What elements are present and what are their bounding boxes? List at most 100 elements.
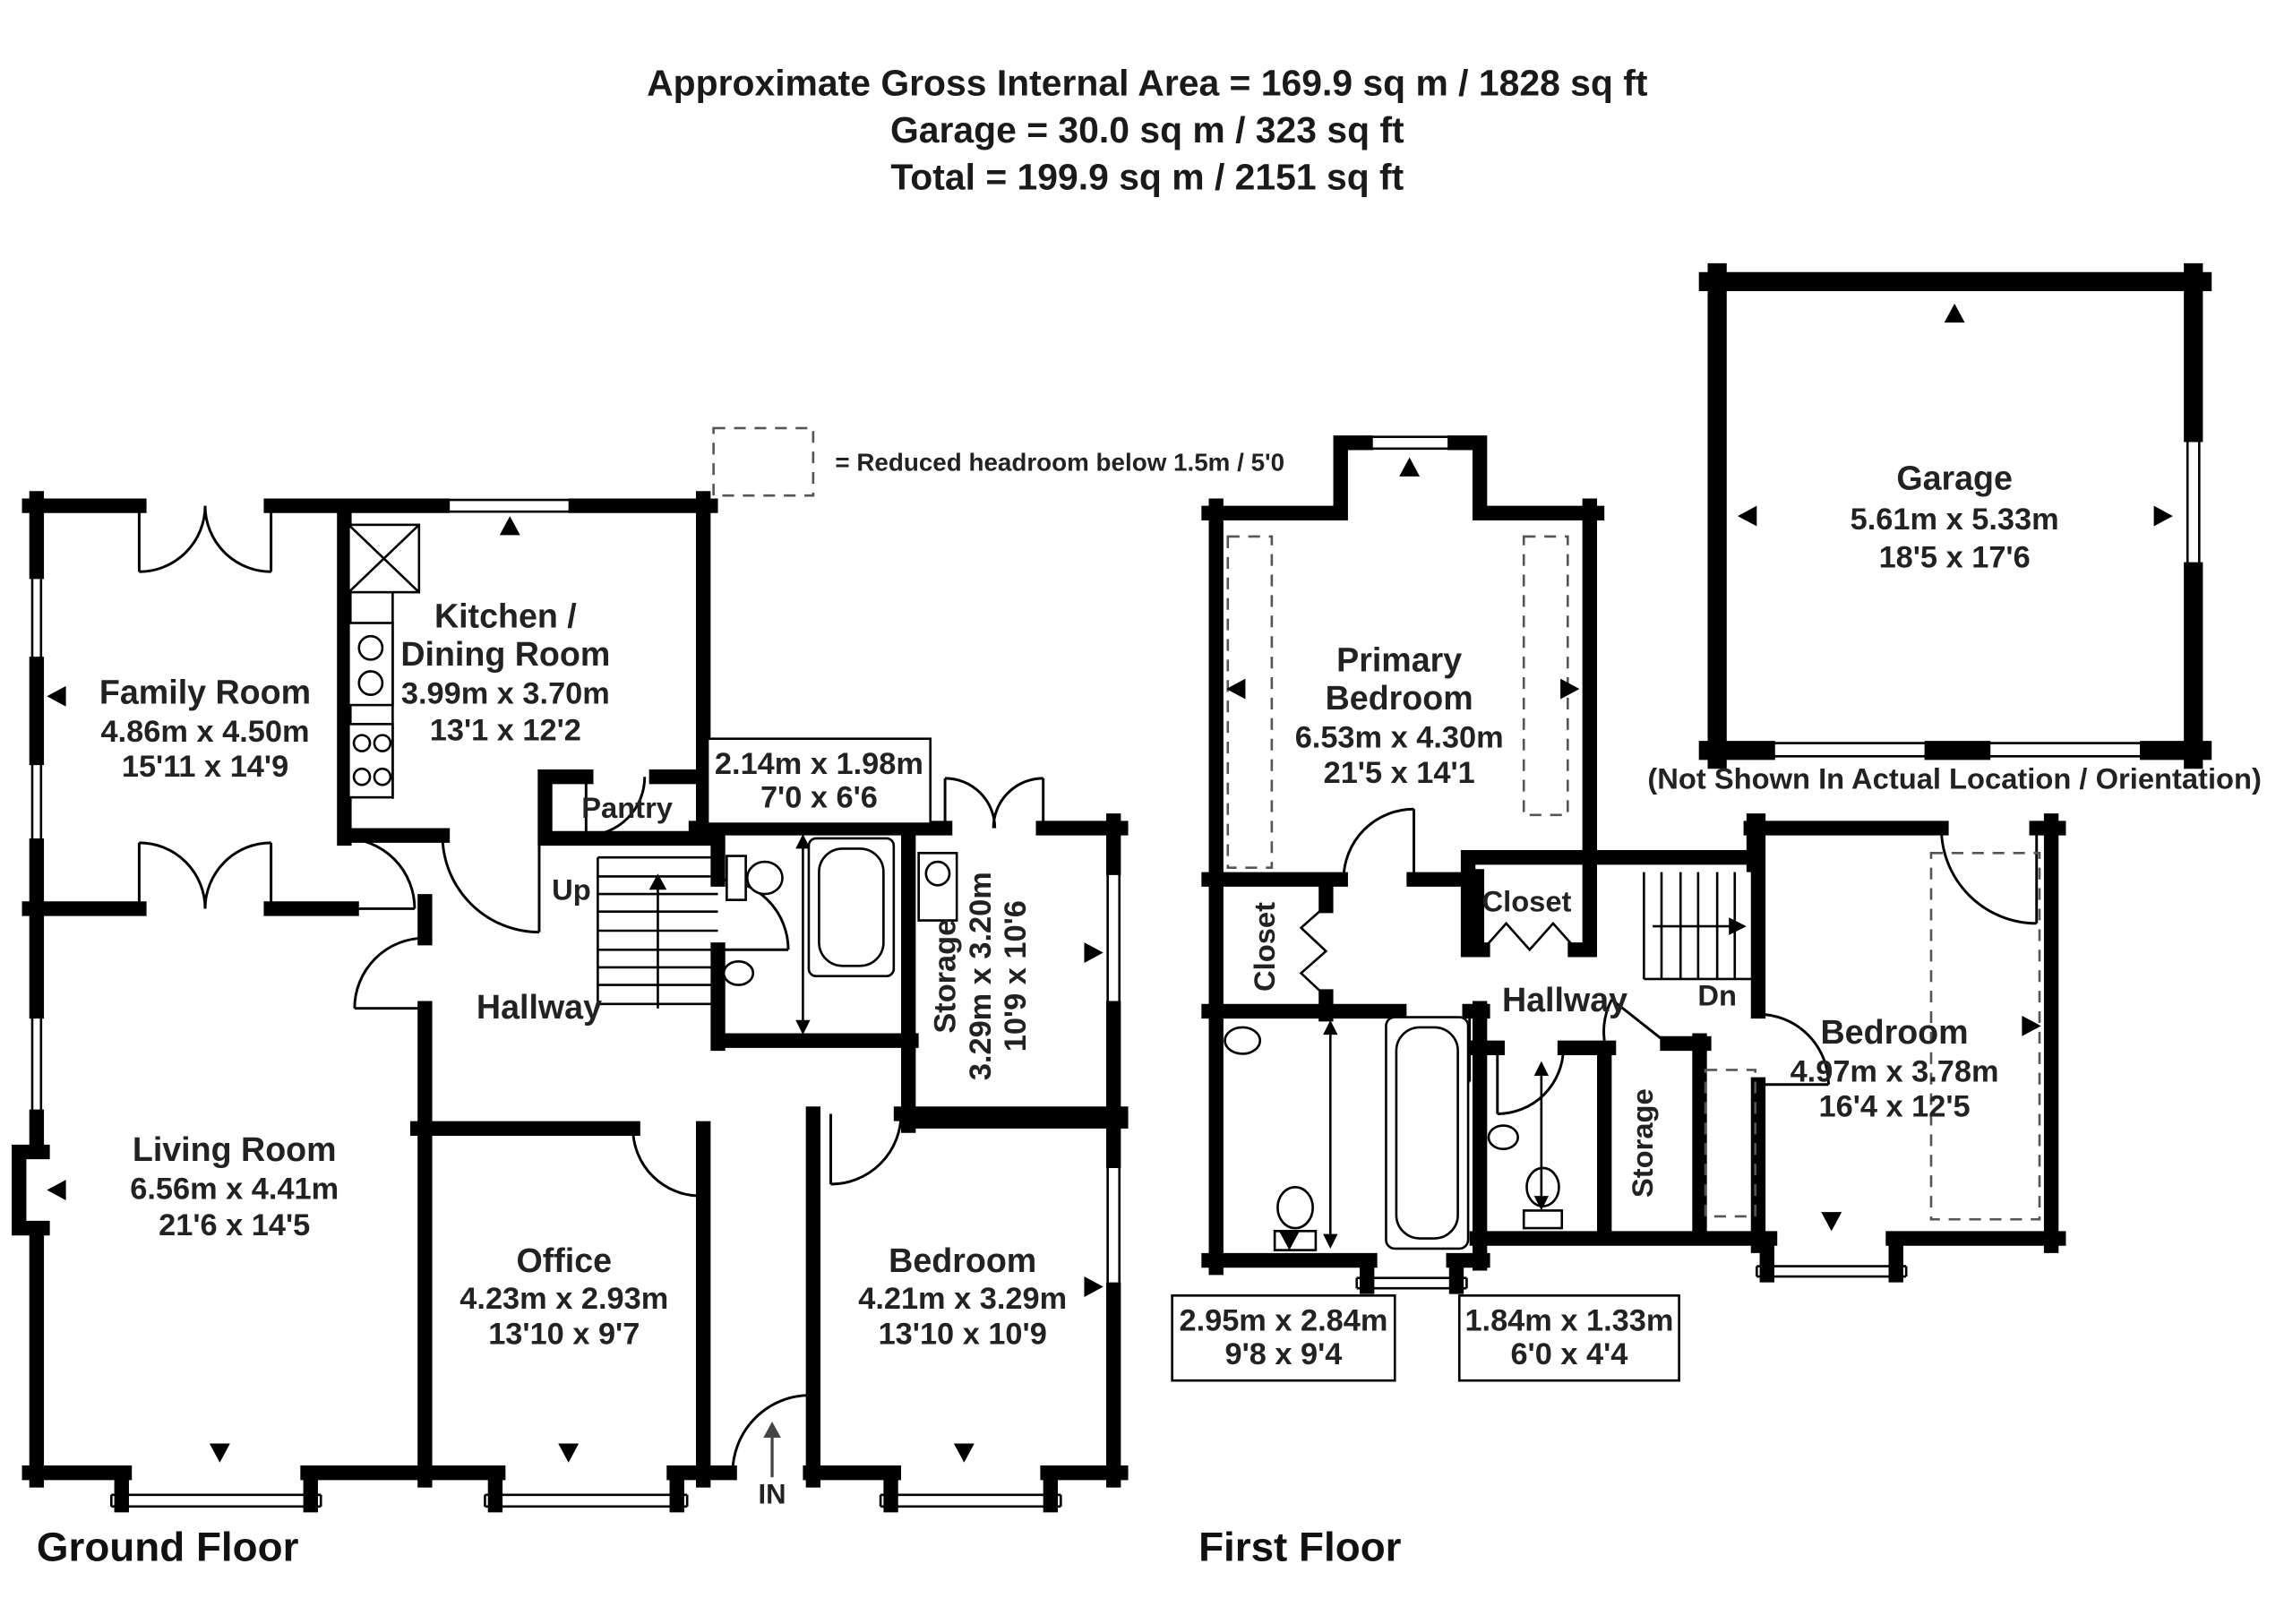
living-room-metric: 6.56m x 4.41m bbox=[130, 1172, 339, 1206]
ground-kitchen-fixtures bbox=[348, 523, 421, 799]
garage-name: Garage bbox=[1896, 460, 2013, 497]
closet-left-name: Closet bbox=[1248, 902, 1281, 992]
living-room-imperial: 21'6 x 14'5 bbox=[159, 1208, 310, 1242]
garage-plan: Garage 5.61m x 5.33m 18'5 x 17'6 (Not Sh… bbox=[1647, 262, 2262, 795]
first-windows bbox=[1355, 435, 1908, 1290]
first-bifold-doors bbox=[1299, 905, 1578, 998]
stove-burner bbox=[352, 734, 372, 752]
entry-arrow-head bbox=[763, 1421, 781, 1438]
reduced-headroom-area bbox=[1704, 1069, 1756, 1218]
kitchen-metric: 3.99m x 3.70m bbox=[401, 676, 610, 710]
legend: = Reduced headroom below 1.5m / 5'0 bbox=[712, 426, 1284, 497]
ground-bathroom-fixtures bbox=[722, 834, 958, 1035]
first-labels: Primary Bedroom 6.53m x 4.30m 21'5 x 14'… bbox=[1248, 640, 1998, 1198]
toilet-bowl bbox=[745, 860, 784, 896]
garage-walls bbox=[1698, 262, 2212, 769]
primary-bedroom-name-line2: Bedroom bbox=[1326, 679, 1473, 717]
ground-walls bbox=[12, 491, 1129, 1513]
bath-large-callout-box bbox=[1171, 1293, 1396, 1382]
bathroom-sink bbox=[1224, 1026, 1262, 1055]
first-storage-name: Storage bbox=[1626, 1088, 1659, 1198]
ground-floor-plan: IN Family Room 4.86m x 4.50m 15'11 x 14'… bbox=[12, 491, 1129, 1569]
bathtub-inner bbox=[1395, 1026, 1459, 1240]
first-bath-small-callout: 1.84m x 1.33m 6'0 x 4'4 bbox=[1457, 1293, 1680, 1382]
office-metric: 4.23m x 2.93m bbox=[459, 1282, 668, 1316]
kitchen-name-line2: Dining Room bbox=[400, 635, 610, 673]
ground-bath-metric: 2.14m x 1.98m bbox=[715, 747, 923, 781]
bath-small-callout-box bbox=[1457, 1293, 1680, 1382]
stove-burner bbox=[373, 767, 392, 786]
stairs-down-label: Dn bbox=[1697, 978, 1737, 1011]
ground-bedroom-name: Bedroom bbox=[889, 1242, 1036, 1279]
first-hallway-name: Hallway bbox=[1502, 981, 1627, 1018]
ground-floor-title: Ground Floor bbox=[37, 1524, 299, 1569]
toilet-bowl bbox=[1276, 1185, 1314, 1230]
entry-label: IN bbox=[759, 1479, 786, 1510]
bath-large-metric: 2.95m x 2.84m bbox=[1179, 1304, 1387, 1338]
ground-stairs bbox=[597, 855, 718, 1009]
stair-direction-arrow bbox=[648, 873, 667, 890]
storage-sink-bowl bbox=[924, 860, 951, 887]
bath-large-imperial: 9'8 x 9'4 bbox=[1224, 1337, 1342, 1371]
first-floor-plan: Primary Bedroom 6.53m x 4.30m 21'5 x 14'… bbox=[1171, 435, 2066, 1569]
toilet-tank bbox=[1522, 1209, 1564, 1230]
reduced-headroom-swatch bbox=[712, 426, 815, 497]
reduced-headroom-area bbox=[1929, 851, 2041, 1221]
primary-bedroom-metric: 6.53m x 4.30m bbox=[1295, 721, 1504, 755]
first-stairs bbox=[1643, 872, 1755, 981]
header-line3: Total = 199.9 sq m / 2151 sq ft bbox=[890, 156, 1404, 197]
ground-bath-callout: 2.14m x 1.98m 7'0 x 6'6 bbox=[706, 737, 932, 825]
office-imperial: 13'10 x 9'7 bbox=[488, 1317, 640, 1351]
ground-bath-imperial: 7'0 x 6'6 bbox=[760, 781, 878, 815]
ground-storage-imperial: 10'9 x 10'6 bbox=[999, 900, 1033, 1052]
first-bath-large-callout: 2.95m x 2.84m 9'8 x 9'4 bbox=[1171, 1293, 1396, 1382]
ground-bath-callout-box bbox=[706, 737, 932, 825]
first-walls bbox=[1201, 435, 2066, 1294]
closet-center-name: Closet bbox=[1482, 885, 1572, 918]
stove-burner bbox=[373, 734, 392, 752]
hallway-name: Hallway bbox=[477, 988, 602, 1026]
first-bedroom-name: Bedroom bbox=[1821, 1013, 1969, 1051]
toilet-tank bbox=[726, 855, 747, 901]
reduced-headroom-area bbox=[1226, 535, 1274, 869]
primary-bedroom-name-line1: Primary bbox=[1336, 640, 1462, 678]
garage-doors bbox=[1764, 742, 2151, 758]
small-bath-sink bbox=[1487, 1124, 1519, 1151]
stair-direction-arrow bbox=[1729, 917, 1747, 935]
primary-bedroom-imperial: 21'5 x 14'1 bbox=[1324, 756, 1475, 790]
header-line2: Garage = 30.0 sq m / 323 sq ft bbox=[890, 109, 1404, 150]
ground-storage-name: Storage bbox=[929, 919, 963, 1034]
bath-small-imperial: 6'0 x 4'4 bbox=[1510, 1337, 1627, 1371]
first-bedroom-metric: 4.97m x 3.78m bbox=[1791, 1054, 1999, 1088]
kitchen-sink-bowl1 bbox=[357, 634, 384, 661]
family-room-imperial: 15'11 x 14'9 bbox=[122, 750, 288, 784]
garage-imperial: 18'5 x 17'6 bbox=[1879, 540, 2031, 574]
reduced-headroom-area bbox=[1522, 535, 1569, 817]
bath-small-metric: 1.84m x 1.33m bbox=[1464, 1304, 1673, 1338]
bathroom-sink bbox=[722, 960, 755, 986]
legend-label: = Reduced headroom below 1.5m / 5'0 bbox=[835, 448, 1284, 476]
living-room-name: Living Room bbox=[133, 1130, 337, 1168]
first-bedroom-imperial: 16'4 x 12'5 bbox=[1819, 1090, 1971, 1124]
ground-doors bbox=[137, 505, 1045, 1474]
garage-window bbox=[2186, 431, 2201, 573]
ground-bedroom-metric: 4.21m x 3.29m bbox=[858, 1282, 1067, 1316]
garage-note: (Not Shown In Actual Location / Orientat… bbox=[1647, 761, 2262, 795]
first-reduced-headroom bbox=[1226, 535, 2041, 1221]
pantry-name: Pantry bbox=[581, 791, 674, 824]
family-room-name: Family Room bbox=[99, 673, 311, 710]
first-bathroom-fixtures bbox=[1224, 1016, 1564, 1251]
kitchen-sink-bowl2 bbox=[357, 670, 384, 696]
kitchen-imperial: 13'1 x 12'2 bbox=[430, 713, 581, 747]
stairs-up-label: Up bbox=[552, 873, 591, 907]
garage-metric: 5.61m x 5.33m bbox=[1851, 503, 2059, 537]
first-floor-title: First Floor bbox=[1198, 1524, 1402, 1569]
office-name: Office bbox=[516, 1242, 612, 1279]
kitchen-name-line1: Kitchen / bbox=[434, 597, 577, 634]
ground-labels: Family Room 4.86m x 4.50m 15'11 x 14'9 K… bbox=[99, 597, 1067, 1351]
family-room-metric: 4.86m x 4.50m bbox=[101, 715, 310, 749]
header-line1: Approximate Gross Internal Area = 169.9 … bbox=[647, 63, 1648, 104]
stove-burner bbox=[352, 767, 372, 786]
header: Approximate Gross Internal Area = 169.9 … bbox=[647, 63, 1648, 198]
